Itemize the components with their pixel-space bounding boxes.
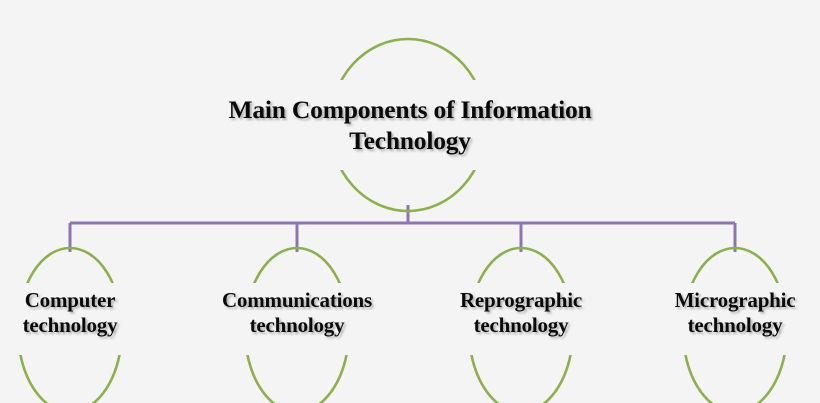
root-node-ellipse	[328, 37, 488, 213]
child-node-ellipse-4	[681, 246, 789, 403]
child-node-ellipse-1	[16, 246, 124, 403]
connector-group	[68, 205, 737, 252]
child-node-ellipse-2	[243, 246, 351, 403]
child-node-ellipse-3	[467, 246, 575, 403]
